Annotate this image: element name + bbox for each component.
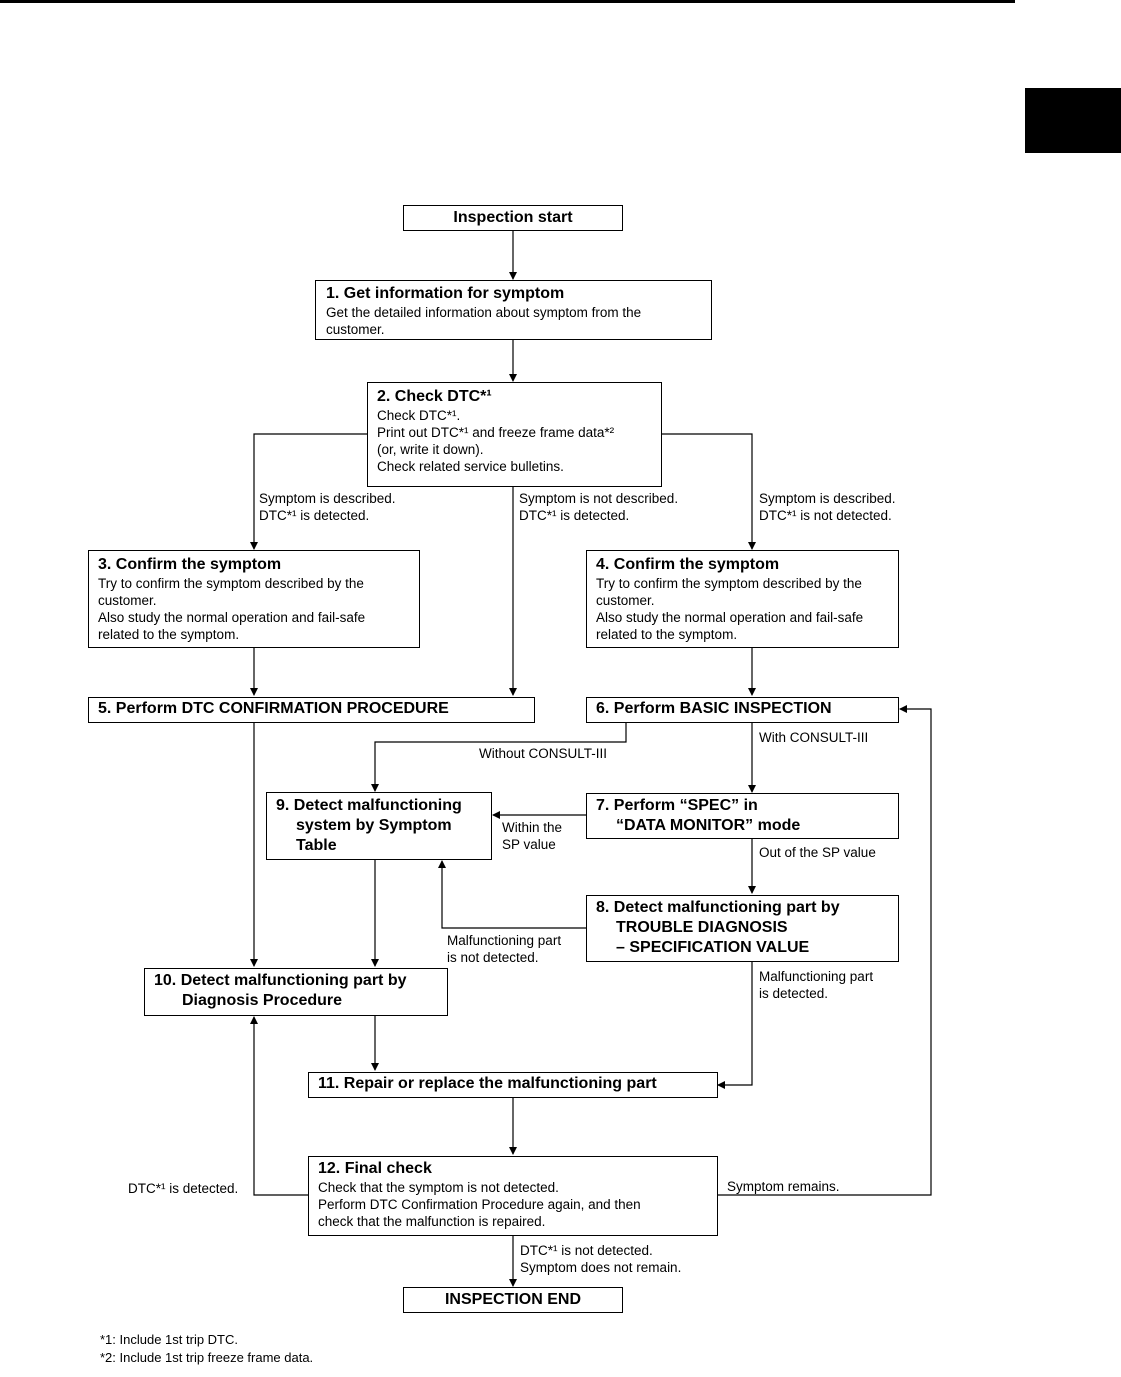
section-tab: [1025, 88, 1121, 153]
label-within-sp: Within the SP value: [502, 820, 563, 852]
step-12-title: 12. Final check: [318, 1160, 432, 1177]
step-1-body: Get the detailed information about sympt…: [326, 305, 642, 337]
step-4-box: 4. Confirm the symptom Try to confirm th…: [586, 550, 899, 648]
step-4-body: Try to confirm the symptom described by …: [596, 576, 864, 642]
start-box: Inspection start: [403, 205, 623, 231]
step-5-title: 5. Perform DTC CONFIRMATION PROCEDURE: [98, 700, 449, 717]
step-7-title-line2: “DATA MONITOR” mode: [616, 817, 801, 834]
arrow-6-9: [371, 722, 627, 792]
step-1-box: 1. Get information for symptom Get the d…: [315, 280, 712, 340]
step-4-title: 4. Confirm the symptom: [596, 556, 780, 573]
step-5-box: 5. Perform DTC CONFIRMATION PROCEDURE: [88, 697, 535, 723]
step-2-title: 2. Check DTC*¹: [377, 388, 492, 405]
step-9-box: 9. Detect malfunctioning system by Sympt…: [266, 792, 492, 860]
step-12-box: 12. Final check Check that the symptom i…: [308, 1156, 718, 1236]
step-1-title: 1. Get information for symptom: [326, 285, 565, 302]
arrow-12-10: [250, 1016, 308, 1196]
label-not-described-detected: Symptom is not described. DTC*¹ is detec…: [519, 491, 679, 523]
step-12-body: Check that the symptom is not detected. …: [318, 1180, 641, 1229]
arrow-2-3: [250, 433, 367, 550]
footnote-1: *1: Include 1st trip DTC.: [100, 1332, 238, 1347]
end-label: INSPECTION END: [444, 1291, 581, 1308]
step-8-title-line2: TROUBLE DIAGNOSIS: [616, 919, 788, 936]
arrow-8-11: [717, 962, 753, 1089]
arrow-12-6: [717, 705, 932, 1196]
step-7-title-line1: 7. Perform “SPEC” in: [596, 797, 758, 814]
label-dtc-detected: DTC*¹ is detected.: [128, 1181, 239, 1196]
step-6-title: 6. Perform BASIC INSPECTION: [596, 700, 832, 717]
label-malf-not-detected: Malfunctioning part is not detected.: [447, 933, 562, 965]
step-2-box: 2. Check DTC*¹ Check DTC*¹. Print out DT…: [367, 382, 662, 487]
step-8-box: 8. Detect malfunctioning part by TROUBLE…: [586, 895, 899, 962]
step-8-title-line1: 8. Detect malfunctioning part by: [596, 899, 840, 916]
label-malf-detected: Malfunctioning part is detected.: [759, 969, 874, 1001]
step-11-box: 11. Repair or replace the malfunctioning…: [308, 1072, 718, 1098]
step-9-title-line3: Table: [296, 837, 337, 854]
start-label: Inspection start: [453, 209, 573, 226]
arrow-2-4: [661, 433, 756, 550]
label-without-consult: Without CONSULT-III: [479, 746, 608, 761]
step-3-title: 3. Confirm the symptom: [98, 556, 282, 573]
label-symptom-remains: Symptom remains.: [727, 1179, 840, 1194]
step-11-title: 11. Repair or replace the malfunctioning…: [318, 1075, 657, 1092]
step-9-title-line2: system by Symptom: [296, 817, 452, 834]
end-box: INSPECTION END: [403, 1287, 623, 1313]
label-described-not-detected: Symptom is described. DTC*¹ is not detec…: [759, 491, 896, 523]
footnote-2: *2: Include 1st trip freeze frame data.: [100, 1350, 314, 1365]
step-8-title-line3: – SPECIFICATION VALUE: [616, 939, 810, 956]
step-3-box: 3. Confirm the symptom Try to confirm th…: [88, 550, 420, 648]
step-3-body: Try to confirm the symptom described by …: [98, 576, 366, 642]
step-10-box: 10. Detect malfunctioning part by Diagno…: [144, 968, 448, 1016]
step-6-box: 6. Perform BASIC INSPECTION: [586, 697, 899, 723]
label-out-of-sp: Out of the SP value: [759, 845, 876, 860]
arrow-8-9: [438, 860, 586, 929]
step-10-title-line1: 10. Detect malfunctioning part by: [154, 972, 407, 989]
step-2-body: Check DTC*¹. Print out DTC*¹ and freeze …: [377, 408, 615, 474]
label-with-consult: With CONSULT-III: [759, 730, 869, 745]
label-dtc-not-detected: DTC*¹ is not detected. Symptom does not …: [520, 1243, 682, 1275]
step-9-title-line1: 9. Detect malfunctioning: [276, 797, 462, 814]
step-10-title-line2: Diagnosis Procedure: [182, 992, 343, 1009]
step-7-box: 7. Perform “SPEC” in “DATA MONITOR” mode: [586, 793, 899, 839]
label-described-detected: Symptom is described. DTC*¹ is detected.: [259, 491, 396, 523]
header-rule: [0, 0, 1015, 3]
